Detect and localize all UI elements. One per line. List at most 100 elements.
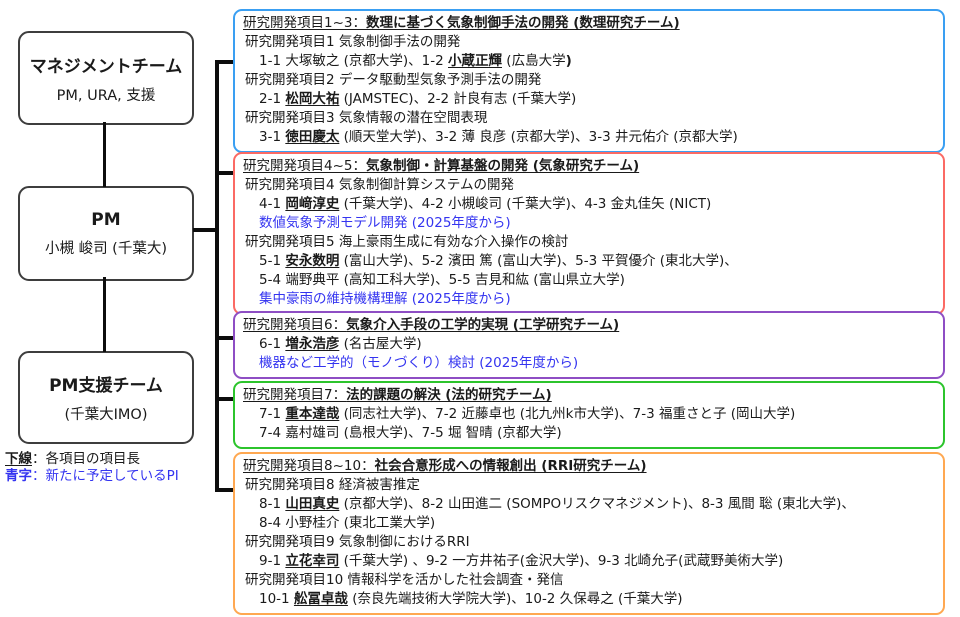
team-line: 研究開発項目8 経済被害推定 [243, 476, 935, 495]
team-line: 研究開発項目9 気象制御におけるRRI [243, 533, 935, 552]
connector-branch-team3 [215, 336, 233, 340]
team-line: 8-4 小野桂介 (東北工業大学) [243, 514, 935, 533]
team-line: 6-1 増永浩彦 (名古屋大学) [243, 335, 935, 354]
team-title: 研究開発項目4~5：気象制御・計算基盤の開発 (気象研究チーム) [243, 157, 935, 176]
pi-name: 徳田慶太 [285, 129, 340, 145]
text-segment: 気象制御・計算基盤の開発 (気象研究チーム) [366, 158, 640, 174]
planned-pi-note: 集中豪雨の維持機構理解 (2025年度から) [243, 290, 935, 309]
team-line: 3-1 徳田慶太 (順天堂大学)、3-2 薄 良彦 (京都大学)、3-3 井元佑… [243, 128, 935, 147]
connector-trunk [215, 60, 219, 492]
text-segment: (京都大学)、8-2 山田進二 (SOMPOリスクマネジメント)、8-3 風間 … [339, 496, 855, 512]
team-line: 7-4 嘉村雄司 (島根大学)、7-5 堀 智晴 (京都大学) [243, 424, 935, 443]
text-segment: 気象介入手段の工学的実現 (工学研究チーム) [346, 317, 620, 333]
team-box-legal-research: 研究開発項目7：法的課題の解決 (法的研究チーム)7-1 重本達哉 (同志社大学… [233, 381, 945, 449]
connector-branch-team4 [215, 397, 233, 401]
text-segment: 研究開発項目10 情報科学を活かした社会調査・発信 [245, 572, 564, 588]
connector-pm-support [103, 277, 106, 352]
team-line: 5-4 端野典平 (高知工科大学)、5-5 吉見和紘 (富山県立大学) [243, 271, 935, 290]
pi-name: 舩冨卓哉 [293, 591, 348, 607]
text-segment: 2-1 [259, 91, 286, 107]
legend-underline-line: 下線：各項目の項目長 [5, 451, 179, 468]
text-segment: 1-1 大塚敏之 (京都大学)、1-2 [259, 53, 449, 69]
management-team-box: マネジメントチーム PM, URA, 支援 [18, 31, 194, 125]
management-team-subtitle: PM, URA, 支援 [56, 87, 156, 104]
connector-branch-team2 [215, 171, 233, 175]
text-segment: 9-1 [259, 553, 286, 569]
team-line: 研究開発項目1 気象制御手法の開発 [243, 33, 935, 52]
text-segment: 研究開発項目1 気象制御手法の開発 [245, 34, 461, 50]
text-segment: (同志社大学)、7-2 近藤卓也 (北九州k市大学)、7-3 福重さと子 (岡山… [339, 406, 796, 422]
connector-mgmt-pm [103, 122, 106, 187]
text-segment: 数値気象予測モデル開発 (2025年度から) [259, 215, 511, 231]
text-segment: 研究開発項目2 データ駆動型気象予測手法の開発 [245, 72, 542, 88]
team-box-math-research: 研究開発項目1~3：数理に基づく気象制御手法の開発 (数理研究チーム) 研究開発項… [233, 9, 945, 153]
connector-branch-team5 [215, 488, 233, 492]
team-line: 研究開発項目5 海上豪雨生成に有効な介入操作の検討 [243, 233, 935, 252]
team-line: 7-1 重本達哉 (同志社大学)、7-2 近藤卓也 (北九州k市大学)、7-3 … [243, 405, 935, 424]
text-segment: 7-1 [259, 406, 286, 422]
legend-underline-term: 下線 [5, 451, 32, 467]
text-segment: 研究開発項目9 気象制御におけるRRI [245, 534, 470, 550]
text-segment: 10-1 [259, 591, 294, 607]
pi-name: 松岡大祐 [285, 91, 340, 107]
legend: 下線：各項目の項目長 青字：新たに予定しているPI [5, 451, 179, 485]
team-line: 10-1 舩冨卓哉 (奈良先端技術大学院大学)、10-2 久保尋之 (千葉大学) [243, 590, 935, 609]
text-segment: 8-1 [259, 496, 286, 512]
team-title: 研究開発項目8~10：社会合意形成への情報創出 (RRI研究チーム) [243, 457, 935, 476]
pm-support-team-title: PM支援チーム [49, 376, 163, 396]
text-segment: 集中豪雨の維持機構理解 (2025年度から) [259, 291, 511, 307]
text-segment: 研究開発項目7： [243, 387, 347, 403]
pm-support-team-subtitle: (千葉大IMO) [64, 407, 148, 423]
text-segment: 8-4 小野桂介 (東北工業大学) [259, 515, 436, 531]
text-segment: 研究開発項目8~10： [243, 458, 375, 474]
team-title: 研究開発項目6：気象介入手段の工学的実現 (工学研究チーム) [243, 316, 935, 335]
text-segment: ) [565, 53, 572, 69]
text-segment: 5-1 [259, 253, 286, 269]
pm-box: PM 小槻 峻司 (千葉大) [18, 186, 194, 281]
text-segment: 研究開発項目4~5： [243, 158, 366, 174]
text-segment: (順天堂大学)、3-2 薄 良彦 (京都大学)、3-3 井元佑介 (京都大学) [339, 129, 738, 145]
text-segment: 研究開発項目1~3： [243, 15, 366, 31]
text-segment: 機器など工学的（モノづくり）検討 (2025年度から) [259, 355, 579, 371]
legend-underline-desc: ：各項目の項目長 [32, 451, 140, 467]
team-line: 9-1 立花幸司 (千葉大学) 、9-2 一方井祐子(金沢大学)、9-3 北崎允… [243, 552, 935, 571]
text-segment: 数理に基づく気象制御手法の開発 (数理研究チーム) [366, 15, 680, 31]
planned-pi-note: 数値気象予測モデル開発 (2025年度から) [243, 214, 935, 233]
team-line: 4-1 岡﨑淳史 (千葉大学)、4-2 小槻峻司 (千葉大学)、4-3 金丸佳矢… [243, 195, 935, 214]
text-segment: 4-1 [259, 196, 286, 212]
pi-name: 重本達哉 [285, 406, 340, 422]
team-line: 5-1 安永数明 (富山大学)、5-2 濱田 篤 (富山大学)、5-3 平賀優介… [243, 252, 935, 271]
team-line: 研究開発項目2 データ駆動型気象予測手法の開発 [243, 71, 935, 90]
pi-name: 増永浩彦 [285, 336, 340, 352]
team-line: 研究開発項目3 気象情報の潜在空間表現 [243, 109, 935, 128]
management-team-title: マネジメントチーム [29, 56, 183, 77]
team-title: 研究開発項目7：法的課題の解決 (法的研究チーム) [243, 386, 935, 405]
text-segment: 研究開発項目4 気象制御計算システムの開発 [245, 177, 514, 193]
text-segment: 研究開発項目6： [243, 317, 347, 333]
text-segment: (富山大学)、5-2 濱田 篤 (富山大学)、5-3 平賀優介 (東北大学)、 [339, 253, 738, 269]
team-box-weather-research: 研究開発項目4~5：気象制御・計算基盤の開発 (気象研究チーム)研究開発項目4 … [233, 152, 945, 315]
pi-name: 安永数明 [285, 253, 340, 269]
team-line: 研究開発項目10 情報科学を活かした社会調査・発信 [243, 571, 935, 590]
connector-branch-team1 [215, 60, 233, 64]
text-segment: 6-1 [259, 336, 286, 352]
text-segment: 研究開発項目5 海上豪雨生成に有効な介入操作の検討 [245, 234, 569, 250]
pi-name: 山田真史 [285, 496, 340, 512]
text-segment: 3-1 [259, 129, 286, 145]
team-line: 2-1 松岡大祐 (JAMSTEC)、2-2 計良有志 (千葉大学) [243, 90, 935, 109]
pm-support-team-box: PM支援チーム (千葉大IMO) [18, 351, 194, 444]
legend-blue-term: 青字 [5, 468, 32, 484]
text-segment: (JAMSTEC)、2-2 計良有志 (千葉大学) [339, 91, 577, 107]
pi-name: 立花幸司 [285, 553, 340, 569]
pm-name: 小槻 峻司 (千葉大) [44, 240, 168, 257]
text-segment: 研究開発項目8 経済被害推定 [245, 477, 420, 493]
text-segment: (千葉大学)、4-2 小槻峻司 (千葉大学)、4-3 金丸佳矢 (NICT) [339, 196, 712, 212]
connector-pm-trunk [193, 228, 219, 232]
team-box-rri-research: 研究開発項目8~10：社会合意形成への情報創出 (RRI研究チーム)研究開発項目… [233, 452, 945, 615]
pi-name: 小蔵正輝 [448, 53, 503, 69]
team-line: 1-1 大塚敏之 (京都大学)、1-2 小蔵正輝 (広島大学) [243, 52, 935, 71]
text-segment: 研究開発項目3 気象情報の潜在空間表現 [245, 110, 488, 126]
text-segment: 法的課題の解決 (法的研究チーム) [346, 387, 552, 403]
team-line: 8-1 山田真史 (京都大学)、8-2 山田進二 (SOMPOリスクマネジメント… [243, 495, 935, 514]
team-line: 研究開発項目4 気象制御計算システムの開発 [243, 176, 935, 195]
